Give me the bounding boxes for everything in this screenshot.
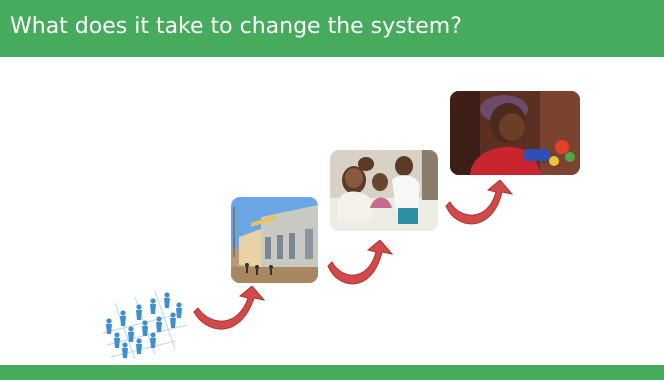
footer-bar	[0, 365, 664, 380]
curved-arrow-2	[327, 240, 394, 285]
family-photo	[330, 150, 438, 231]
curved-arrow-3	[445, 180, 514, 225]
title-bar: What does it take to change the system?	[0, 0, 664, 57]
school-building-photo	[231, 197, 318, 283]
slide-title: What does it take to change the system?	[10, 14, 462, 39]
people-network-icon	[102, 290, 188, 360]
curved-arrow-1	[193, 286, 266, 330]
child-playing-photo	[450, 91, 580, 175]
